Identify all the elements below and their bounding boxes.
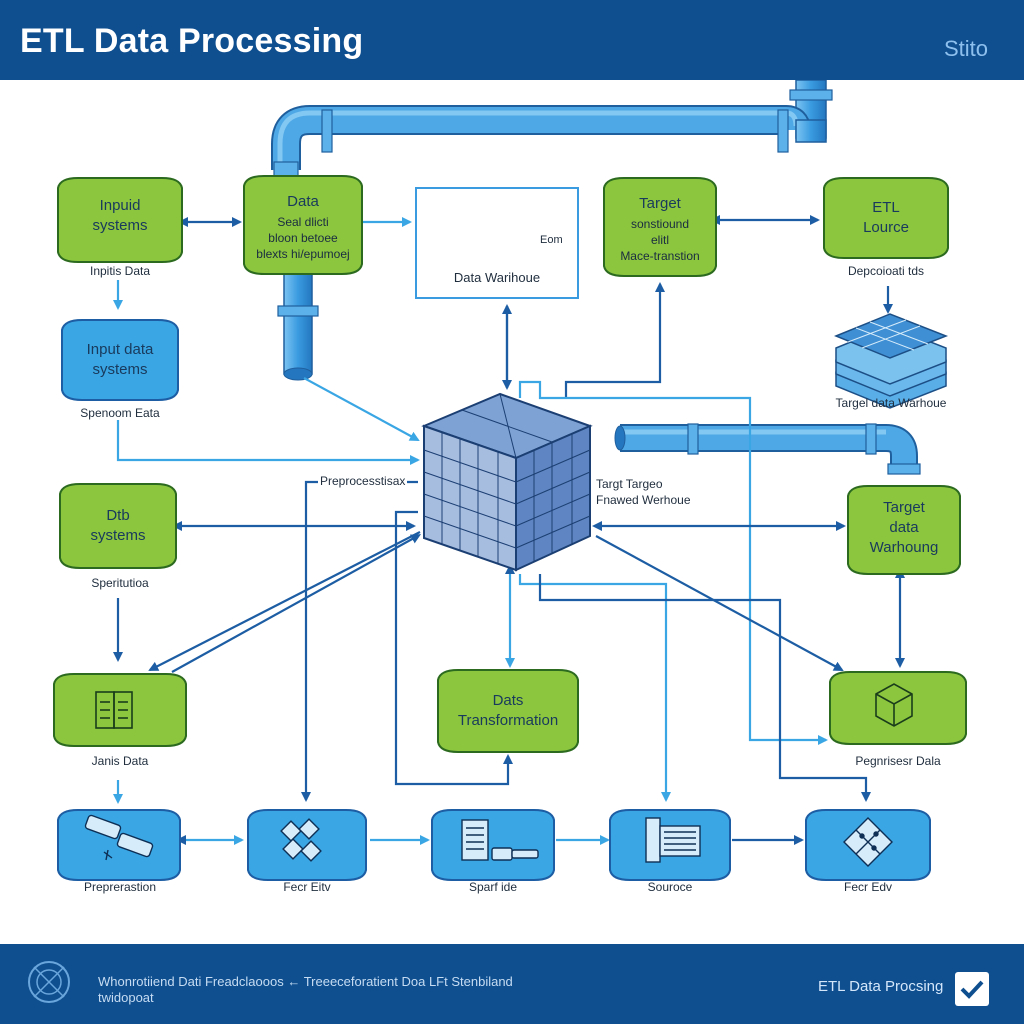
node-dtb-systems[interactable] xyxy=(59,483,177,569)
label-line: Seal dlicti xyxy=(277,215,329,229)
book-icon xyxy=(95,691,133,729)
bottom-caption-3: Souroce xyxy=(647,880,693,894)
label-line: ETL xyxy=(872,199,900,216)
node-pegnrisesr-data[interactable] xyxy=(829,671,967,745)
footer-text: Whonrotiiend Dati Freadclaooos ← Treeece… xyxy=(98,974,538,1006)
compass-logo-icon xyxy=(28,961,70,1003)
pipe-right xyxy=(614,423,921,475)
warehouse-caption: Data Warihoue xyxy=(453,270,541,285)
document-plug-icon xyxy=(461,819,539,861)
label-line: Warhoung xyxy=(869,539,939,556)
header-tag: Stito xyxy=(943,36,988,61)
diagram-canvas: Data Warihoue Eom Inpuid systems Inpitis… xyxy=(0,80,1024,944)
label-line: systems xyxy=(92,217,148,234)
label-line: Mace-transtion xyxy=(620,249,700,263)
bottom-caption-0: Preprerastion xyxy=(83,880,157,894)
label-line: Transformation xyxy=(457,712,559,729)
checkmark-icon[interactable] xyxy=(955,972,989,1006)
footer-text-line: Whonrotiiend Dati Freadclaooos ← Treeece… xyxy=(98,974,513,989)
connectors xyxy=(113,215,905,845)
network-grid-icon xyxy=(843,817,893,867)
label-line: systems xyxy=(90,527,146,544)
cube-left-label: Preprocesstisax xyxy=(318,474,408,488)
bottom-caption-1: Fecr Eitv xyxy=(283,880,331,894)
footer-right-label: ETL Data Procsing xyxy=(818,978,944,995)
input-data-systems-text: Input data systems xyxy=(62,340,178,380)
label-line: Targt Targeo xyxy=(596,477,663,491)
bottom-caption-4: Fecr Edv xyxy=(843,880,892,894)
page-title: ETL Data Processing xyxy=(20,22,364,60)
pegnrisesr-data-caption: Pegnrisesr Dala xyxy=(855,754,941,768)
label-line: data xyxy=(889,519,919,536)
cube-right-label: Targt Targeo Fnawed Werhoue xyxy=(596,476,691,508)
bottom-node-0[interactable] xyxy=(57,809,181,881)
server-rack-icon xyxy=(645,817,701,863)
bottom-node-4[interactable] xyxy=(805,809,931,881)
bottom-node-3[interactable] xyxy=(609,809,731,881)
usb-drives-icon xyxy=(84,814,154,861)
dtb-systems-caption: Speritutioa xyxy=(91,576,149,590)
diamond-blocks-icon xyxy=(280,818,322,862)
node-data-transformation[interactable] xyxy=(437,669,579,753)
footer-bar: Whonrotiiend Dati Freadclaooos ← Treeece… xyxy=(0,944,1024,1024)
pipe-left-vertical xyxy=(277,269,319,381)
label-line: Fnawed Werhoue xyxy=(596,493,691,507)
dtb-systems-text: Dtb systems xyxy=(60,506,176,546)
etl-source-caption: Depcoioati tds xyxy=(847,264,925,278)
label-line: Dtb xyxy=(106,507,130,524)
data-warehouse-box[interactable] xyxy=(415,187,579,299)
bottom-node-2[interactable] xyxy=(431,809,555,881)
janis-data-caption: Janis Data xyxy=(91,754,149,768)
node-target-top[interactable] xyxy=(603,177,717,277)
input-data-systems-caption: Spenoom Eata xyxy=(80,406,160,420)
node-data[interactable] xyxy=(243,175,363,275)
input-systems-top-text: Inpuid systems xyxy=(58,196,182,236)
target-top-text: Target sonstiound elitl Mace-transtion xyxy=(604,194,716,264)
header-bar: ETL Data Processing Stito xyxy=(0,0,1024,80)
target-warehouse-stack-caption: Targel data Warhoue xyxy=(835,396,947,410)
label-line: sonstiound xyxy=(630,217,690,231)
bottom-caption-2: Sparf ide xyxy=(468,880,518,894)
label-line: blexts hi/epumoej xyxy=(256,247,350,261)
data-transformation-text: Dats Transformation xyxy=(438,691,578,731)
node-etl-source[interactable] xyxy=(823,177,949,259)
node-input-data-systems[interactable] xyxy=(61,319,179,401)
node-janis-data[interactable] xyxy=(53,673,187,747)
label-line: bloon betoee xyxy=(268,231,338,245)
label-line: Target xyxy=(883,499,925,516)
node-target-data-warehouse[interactable] xyxy=(847,485,961,575)
label-line: systems xyxy=(92,361,148,378)
target-data-warehouse-text: Target data Warhoung xyxy=(848,498,960,558)
data-node-text: Data Seal dlicti bloon betoee blexts hi/… xyxy=(244,192,362,262)
target-title: Target xyxy=(639,195,681,212)
warehouse-right-label: Eom xyxy=(540,234,563,246)
label-line: Dats xyxy=(492,692,524,709)
label-line: Input data xyxy=(86,341,154,358)
pipe-top xyxy=(271,80,833,177)
node-input-systems-top[interactable] xyxy=(57,177,183,263)
label-line: Lource xyxy=(863,219,909,236)
cube-outline-icon xyxy=(875,683,913,727)
central-grid-cube xyxy=(421,392,593,572)
label-line: elitl xyxy=(650,233,669,247)
etl-source-text: ETL Lource xyxy=(824,198,948,238)
bottom-node-1[interactable] xyxy=(247,809,367,881)
input-systems-top-caption: Inpitis Data xyxy=(89,264,151,278)
footer-text-line: twidopoat xyxy=(98,990,154,1005)
data-title: Data xyxy=(287,193,319,210)
label-line: Inpuid xyxy=(99,197,141,214)
warehouse-stack-icon xyxy=(834,313,949,409)
